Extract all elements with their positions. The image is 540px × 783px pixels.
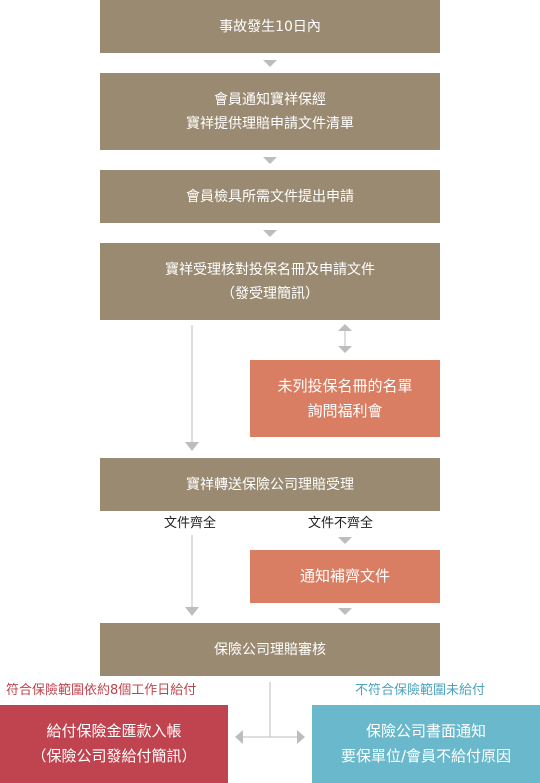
step-verify-roster: 寶祥受理核對投保名冊及申請文件 （發受理簡訊） <box>100 243 440 320</box>
outcome-payment: 給付保險金匯款入帳 （保險公司發給付簡訊） <box>0 705 228 783</box>
step-submit-documents: 會員檢具所需文件提出申請 <box>100 170 440 223</box>
arrow-shaft-left-2 <box>191 535 193 608</box>
arrow-double-down <box>338 346 352 353</box>
arrow-right-reject <box>297 730 305 744</box>
outcome-rejection-notice: 保險公司書面通知 要保單位/會員不給付原因 <box>312 705 540 783</box>
arrow-left-pay <box>235 730 243 744</box>
side-inquire-welfare-committee: 未列投保名冊的名單 詢問福利會 <box>250 360 440 437</box>
arrow-down-incomplete <box>338 537 352 544</box>
arrow-down-left-2 <box>185 607 199 616</box>
arrow-double-shaft <box>344 330 346 348</box>
step-accident-within-10-days: 事故發生10日內 <box>100 0 440 53</box>
step-forward-to-insurer: 寶祥轉送保險公司理賠受理 <box>100 458 440 511</box>
label-out-of-scope: 不符合保險範圍未給付 <box>355 683 486 698</box>
label-documents-complete: 文件齊全 <box>164 516 217 531</box>
label-in-scope: 符合保險範圍依約8個工作日給付 <box>6 683 197 698</box>
arrow-down-1 <box>263 60 277 67</box>
arrow-down-left-1 <box>185 442 199 451</box>
arrow-split-stem <box>269 682 271 737</box>
arrow-shaft-left-1 <box>191 325 193 443</box>
side-notify-supplement: 通知補齊文件 <box>250 550 440 603</box>
step-notify-broker: 會員通知寶祥保經 寶祥提供理賠申請文件清單 <box>100 73 440 150</box>
arrow-double-up <box>338 324 352 331</box>
arrow-split-horizontal <box>240 736 300 738</box>
arrow-down-3 <box>263 230 277 237</box>
label-documents-incomplete: 文件不齊全 <box>308 516 374 531</box>
arrow-down-supplement <box>338 608 352 615</box>
step-insurer-review: 保險公司理賠審核 <box>100 623 440 676</box>
arrow-down-2 <box>263 157 277 164</box>
